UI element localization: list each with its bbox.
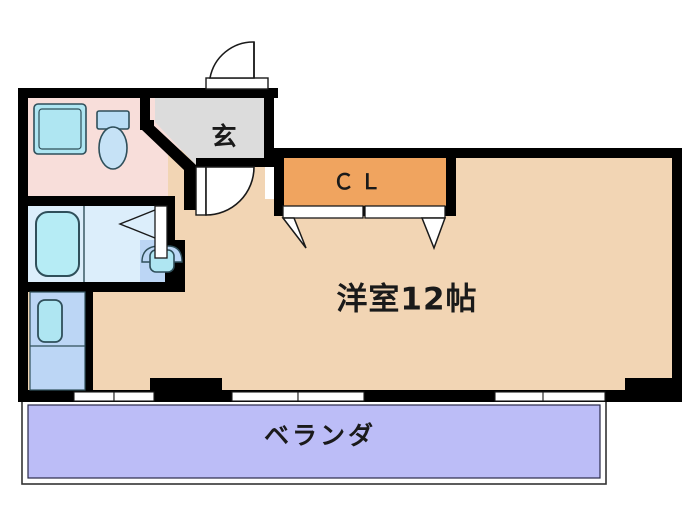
kitchen-sink-icon	[37, 299, 63, 343]
veranda-outline	[27, 404, 601, 479]
bath-door-fold-lines	[118, 209, 156, 239]
wall-kitchen-nook-right	[85, 292, 93, 392]
sliding-window-right[interactable]	[494, 391, 606, 402]
wall-vanity-right	[175, 240, 185, 292]
wall-right-outer	[672, 148, 682, 402]
bathtub-icon	[35, 211, 80, 277]
wall-closet-right	[446, 156, 456, 216]
label-veranda: ベランダ	[264, 421, 376, 450]
wall-genkan-step	[140, 120, 154, 130]
label-closet: ＣＬ	[333, 170, 387, 194]
entrance-door-swing-arc	[209, 41, 255, 79]
sliding-window-left[interactable]	[73, 391, 155, 402]
wall-pier-center	[150, 378, 222, 402]
wall-toilet-bath-divider	[18, 196, 175, 206]
wall-closet-left	[274, 156, 284, 214]
toilet-bowl-icon	[98, 126, 128, 170]
wall-top-right	[264, 148, 682, 158]
closet-door-right-swing	[420, 217, 447, 251]
label-genkan: 玄	[211, 122, 236, 151]
sliding-window-center[interactable]	[231, 391, 365, 402]
wall-toilet-right	[140, 88, 150, 128]
closet-door-left-panel[interactable]	[282, 205, 364, 219]
entrance-door-frame[interactable]	[205, 77, 269, 90]
wall-closet-bottom	[274, 206, 454, 216]
closet-door-left-swing	[281, 217, 307, 249]
label-main-room: 洋室12帖	[336, 282, 477, 318]
room-veranda-floor	[28, 405, 600, 478]
room-closet-fill	[283, 156, 446, 206]
wall-bath-right	[165, 196, 175, 292]
wall-left-outer	[18, 88, 28, 400]
wall-bath-bottom	[18, 282, 185, 292]
wall-pier-right	[625, 378, 675, 402]
wall-genkan-right	[264, 88, 274, 158]
room-genkan-floor	[155, 95, 272, 165]
bath-door-leaf[interactable]	[154, 205, 168, 259]
genkan-inner-door-arc	[205, 166, 255, 216]
wall-genkan-bottom	[196, 158, 274, 167]
square-basin-inner-icon	[38, 108, 82, 150]
genkan-inner-door-leaf[interactable]	[195, 166, 207, 216]
closet-door-right-panel[interactable]	[364, 205, 446, 219]
wall-genkan-diagonal	[141, 122, 196, 210]
